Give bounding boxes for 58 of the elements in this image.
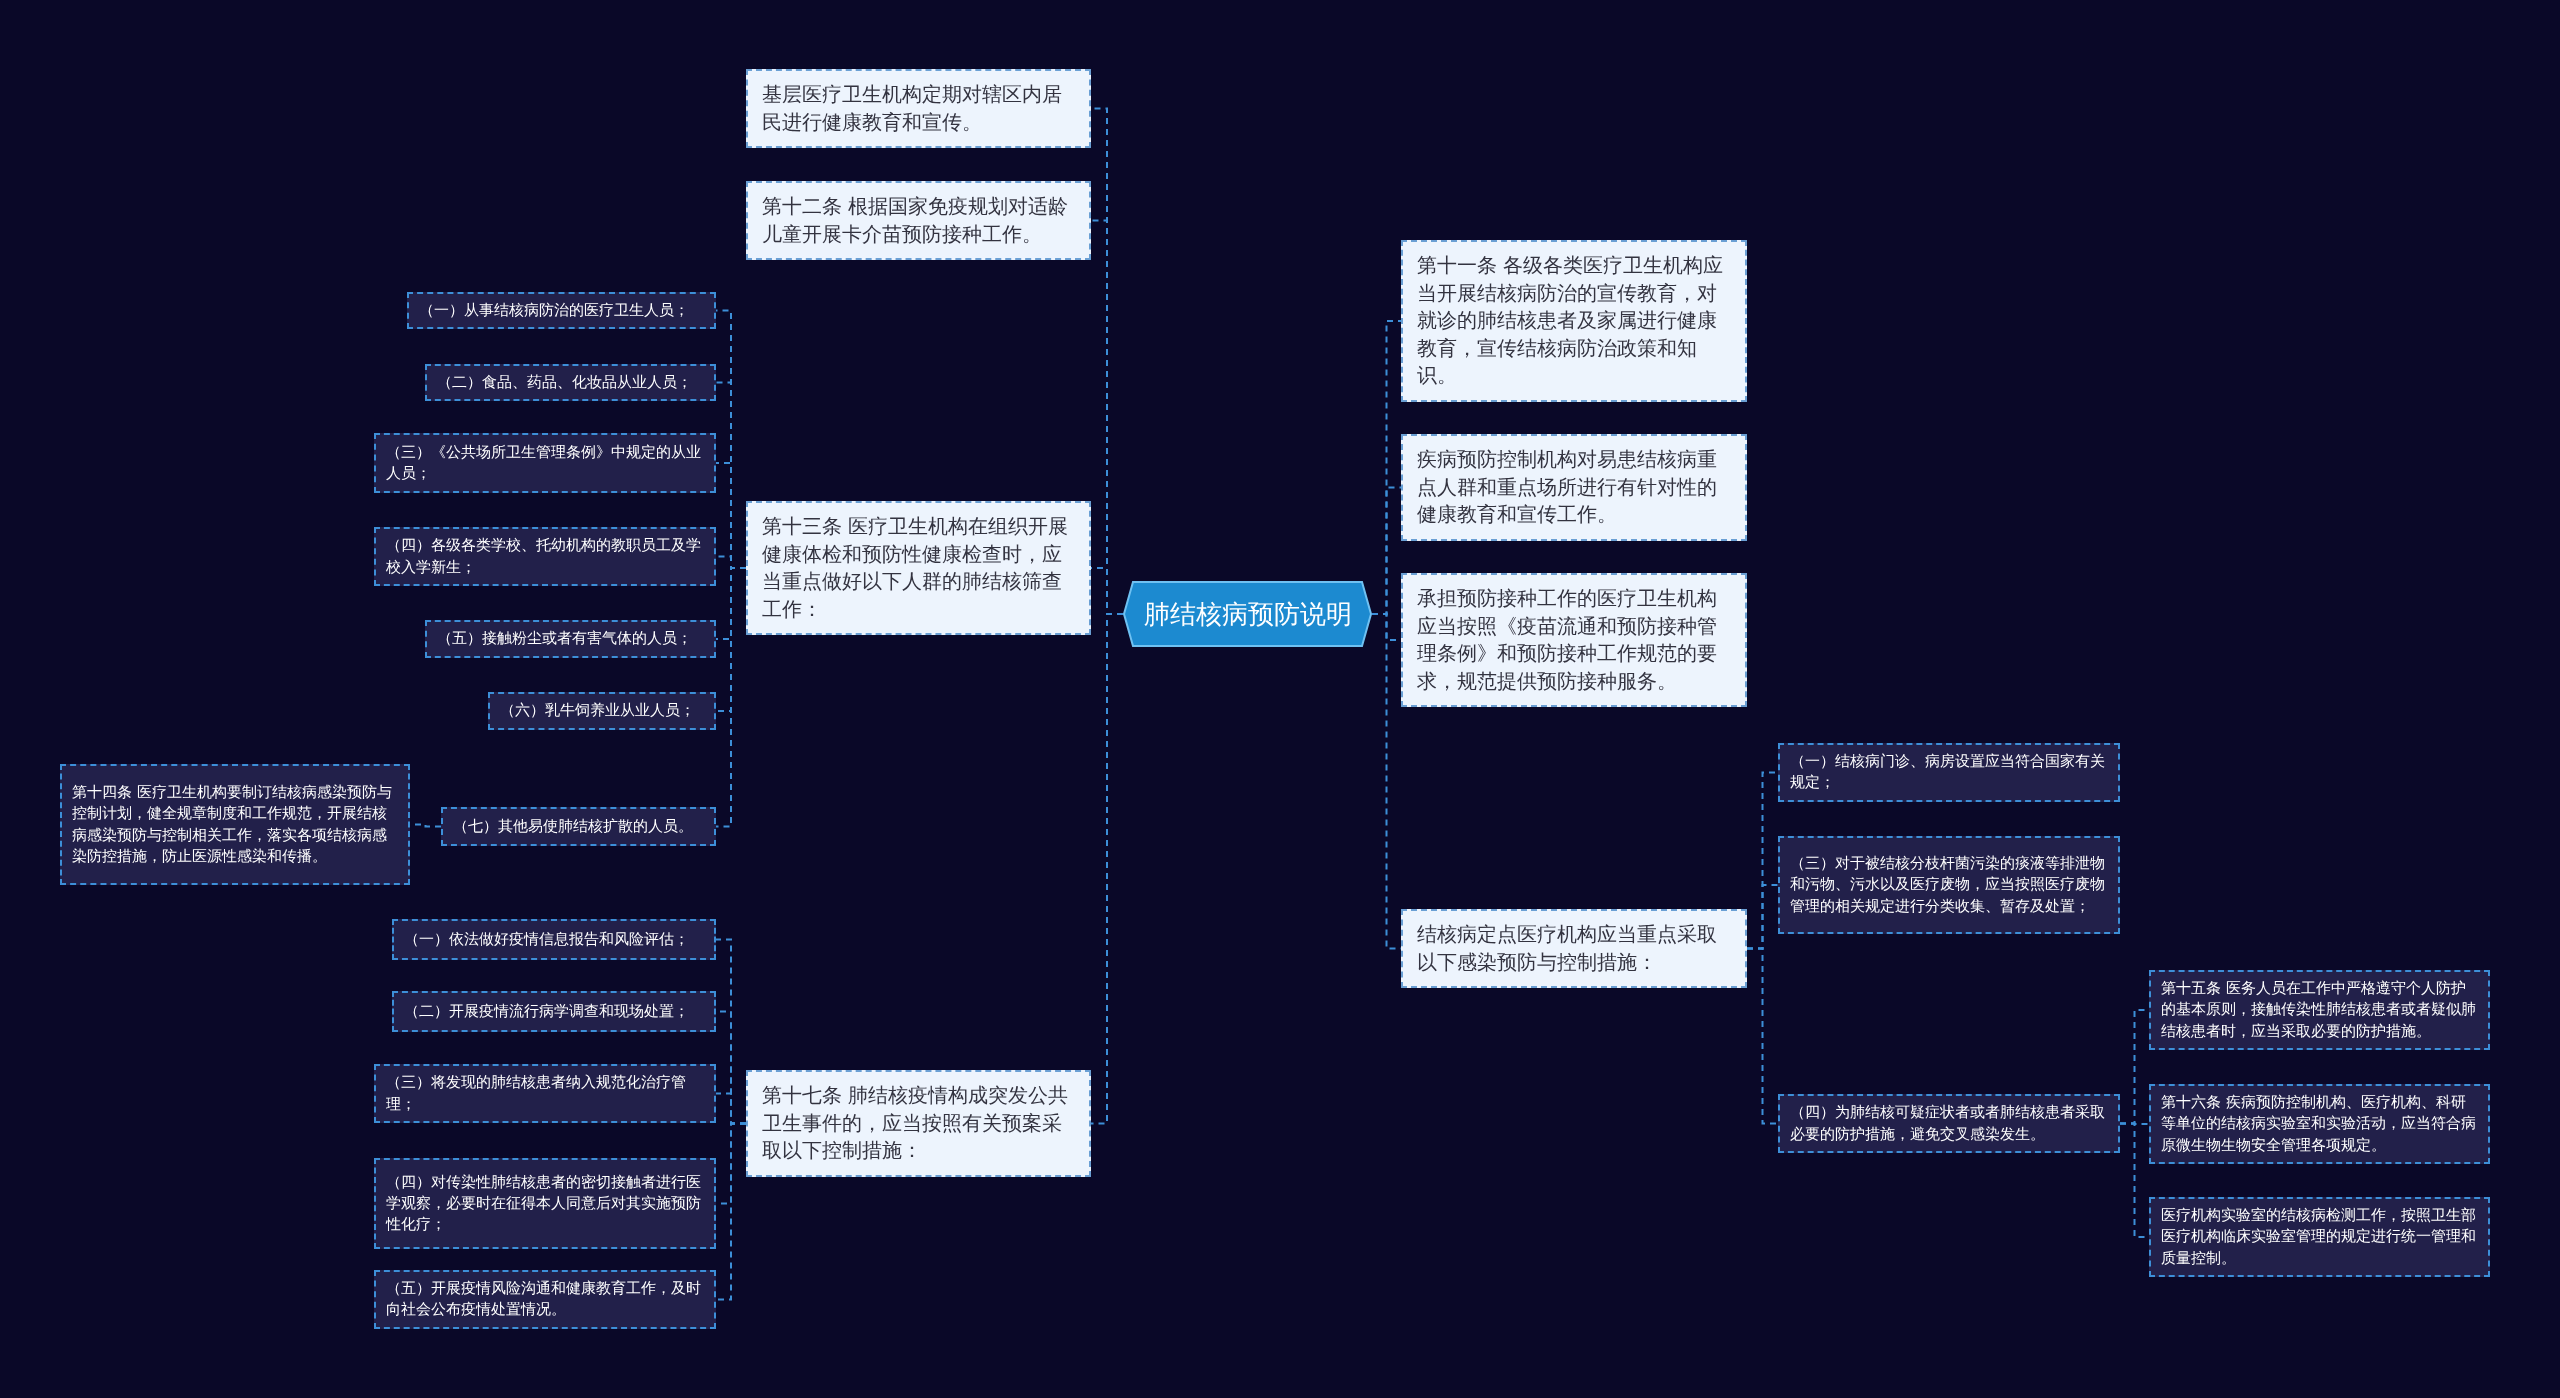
item-text: 疾病预防控制机构对易患结核病重点人群和重点场所进行有针对性的健康教育和宣传工作。 [1417, 446, 1718, 529]
item-text: （六）乳牛饲养业从业人员； [500, 700, 695, 722]
item-text: 第十二条 根据国家免疫规划对适龄儿童开展卡介苗预防接种工作。 [762, 193, 1070, 248]
item-text: 基层医疗卫生机构定期对辖区内居民进行健康教育和宣传。 [762, 81, 1063, 136]
item-text: 医疗机构实验室的结核病检测工作，按照卫生部医疗机构临床实验室管理的规定进行统一管理和质量控制。 [2161, 1205, 2477, 1269]
subtopic-card [374, 1064, 716, 1123]
topic-card [746, 181, 1091, 261]
subtopic-card [407, 292, 716, 330]
topic-card [1401, 434, 1747, 541]
item-text: 第十六条 疾病预防控制机构、医疗机构、科研等单位的结核病实验室和实验活动，应当符合病原微生物生物安全管理各项规定。 [2161, 1092, 2477, 1156]
item-text: 承担预防接种工作的医疗卫生机构应当按照《疫苗流通和预防接种管理条例》和预防接种工作规范的要求，规范提供预防接种服务。 [1417, 585, 1718, 695]
item-text: （五）开展疫情风险沟通和健康教育工作，及时向社会公布疫情处置情况。 [386, 1278, 702, 1321]
subtopic-card [374, 433, 716, 493]
subtopic-card [374, 1158, 716, 1249]
subtopic-card [1778, 836, 2120, 934]
item-text: （三）将发现的肺结核患者纳入规范化治疗管理； [386, 1072, 687, 1115]
item-text: （四）为肺结核可疑症状者或者肺结核患者采取必要的防护措施，避免交叉感染发生。 [1790, 1102, 2106, 1145]
item-text: （一）从事结核病防治的医疗卫生人员； [419, 300, 689, 321]
topic-card [746, 69, 1091, 149]
connector-line [1746, 947, 1779, 1125]
subtopic-card [425, 364, 716, 402]
subtopic-card [392, 991, 716, 1032]
item-text: （三）对于被结核分枝杆菌污染的痰液等排泄物和污物、污水以及医疗废物，应当按照医疗废物管理的相关规定进行分类收集、暂存及处置； [1790, 853, 2106, 917]
subtopic-card [441, 807, 716, 846]
subtopic-card [1778, 1094, 2120, 1153]
subtopic-card [60, 764, 410, 885]
item-text: （四）对传染性肺结核患者的密切接触者进行医学观察，必要时在征得本人同意后对其实施预防性化疗； [386, 1171, 702, 1236]
item-text: 第十七条 肺结核疫情构成突发公共卫生事件的，应当按照有关预案采取以下控制措施： [762, 1082, 1070, 1165]
item-text: （七）其他易使肺结核扩散的人员。 [453, 815, 693, 837]
topic-card [1401, 240, 1747, 402]
item-text: （一）结核病门诊、病房设置应当符合国家有关规定； [1790, 751, 2106, 794]
item-text: （二）开展疫情流行病学调查和现场处置； [404, 1000, 689, 1022]
topic-card [1401, 909, 1747, 989]
subtopic-card [1778, 743, 2120, 802]
item-text: （一）依法做好疫情信息报告和风险评估； [404, 928, 689, 950]
topic-card [746, 1070, 1091, 1177]
item-text: （四）各级各类学校、托幼机构的教职员工及学校入学新生； [386, 535, 702, 578]
subtopic-card [392, 919, 716, 960]
item-text: 第十三条 医疗卫生机构在组织开展健康体检和预防性健康检查时，应当重点做好以下人群的肺结核筛查工作： [762, 513, 1070, 623]
topic-card [746, 501, 1091, 636]
subtopic-card [374, 1270, 716, 1329]
connector-line [715, 1122, 747, 1301]
item-text: （二）食品、药品、化妆品从业人员； [437, 372, 692, 393]
subtopic-card [2149, 1084, 2490, 1164]
item-text: （三）《公共场所卫生管理条例》中规定的从业人员； [386, 441, 702, 484]
item-text: （五）接触粉尘或者有害气体的人员； [437, 628, 692, 650]
item-text: 第十五条 医务人员在工作中严格遵守个人防护的基本原则，接触传染性肺结核患者或者疑似肺结核患者时，应当采取必要的防护措施。 [2161, 978, 2477, 1042]
subtopic-card [2149, 970, 2490, 1050]
topic-text: 肺结核病预防说明 [1143, 597, 1352, 631]
subtopic-card [488, 692, 716, 730]
subtopic-card [425, 620, 716, 658]
connector-line [715, 567, 747, 828]
subtopic-card [2149, 1197, 2490, 1277]
item-text: 第十四条 医疗卫生机构要制订结核病感染预防与控制计划，健全规章制度和工作规范，开展结核病感染预防与控制相关工作，落实各项结核病感染防控措施，防止医源性感染和传播。 [72, 781, 393, 867]
item-text: 第十一条 各级各类医疗卫生机构应当开展结核病防治的宣传教育，对就诊的肺结核患者及家属进行健康教育，宣传结核病防治政策和知识。 [1417, 252, 1725, 390]
item-text: 结核病定点医疗机构应当重点采取以下感染预防与控制措施： [1417, 921, 1718, 976]
topic-card [1401, 573, 1747, 708]
subtopic-card [374, 527, 716, 586]
